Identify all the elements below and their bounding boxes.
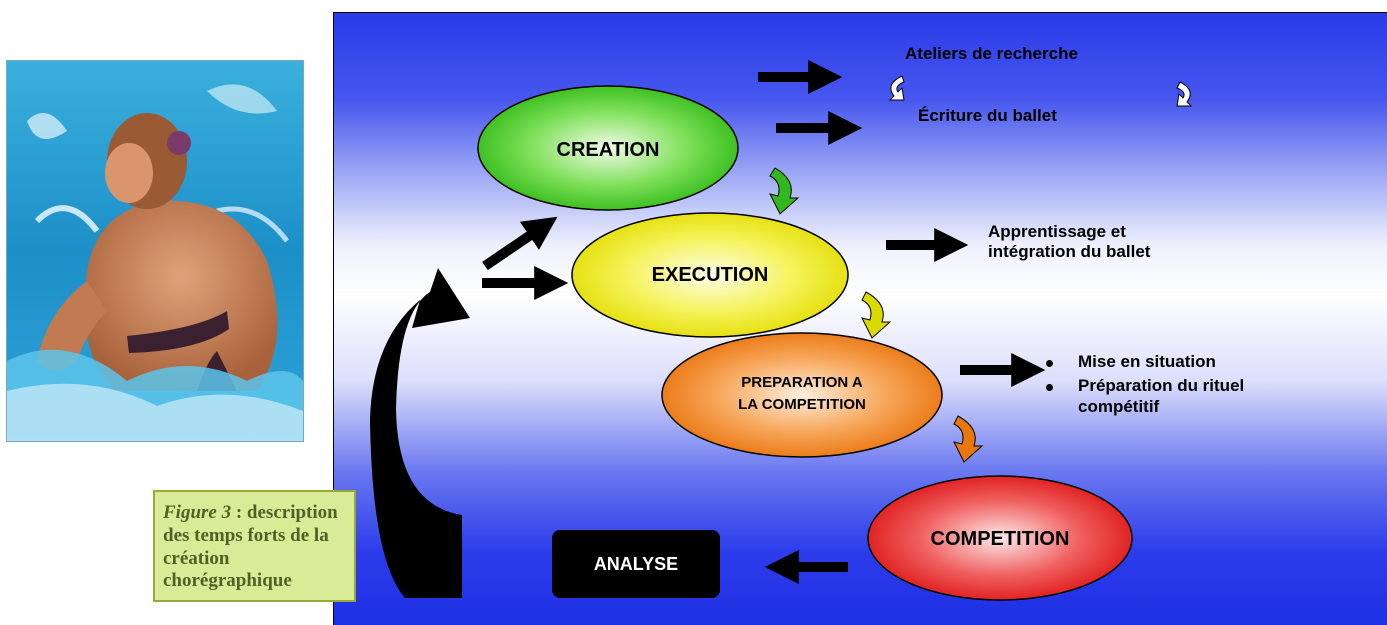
creation-node xyxy=(477,85,739,211)
creation-label: CREATION xyxy=(556,139,660,161)
bullet-preparation-rituel-line1: Préparation du rituel xyxy=(1078,376,1245,396)
analyse-box: ANALYSE xyxy=(552,530,720,598)
arrow-to-creation xyxy=(482,216,558,271)
annotation-apprentissage-line2: intégration du ballet xyxy=(988,242,1151,262)
curve-arrow-execution-preparation xyxy=(861,291,892,339)
preparation-node xyxy=(661,332,943,458)
competition-node xyxy=(867,475,1133,601)
figure-caption-text: : description des temps forts de la créa… xyxy=(163,502,338,592)
execution-label: EXECUTION xyxy=(651,264,769,286)
competition-label: COMPETITION xyxy=(930,528,1070,550)
preparation-label: PREPARATION A LA COMPETITION xyxy=(692,374,912,414)
preparation-bullet-list: Mise en situation Préparation du rituel … xyxy=(1040,352,1244,417)
figure-caption: Figure 3 : description des temps forts d… xyxy=(153,490,356,602)
annotation-apprentissage: Apprentissage et intégration du ballet xyxy=(988,222,1150,263)
figure-caption-label: Figure 3 xyxy=(163,502,232,523)
curve-arrow-preparation-competition xyxy=(953,415,984,463)
feedback-arrow xyxy=(370,268,470,598)
preparation-label-line2: LA COMPETITION xyxy=(738,396,866,413)
swimmer-photo xyxy=(6,60,304,442)
execution-node xyxy=(571,212,849,338)
preparation-label-line1: PREPARATION A xyxy=(741,374,863,391)
annotation-ateliers: Ateliers de recherche xyxy=(905,44,1078,63)
loop-arrow-right xyxy=(1176,81,1193,107)
analyse-label: ANALYSE xyxy=(593,553,679,574)
bullet-mise-en-situation: Mise en situation xyxy=(1040,352,1244,372)
annotation-ecriture: Écriture du ballet xyxy=(918,106,1057,125)
loop-arrow-left xyxy=(888,75,905,101)
bullet-preparation-rituel-line2: compétitif xyxy=(1078,396,1160,416)
bullet-preparation-rituel: Préparation du rituel compétitif xyxy=(1040,376,1244,417)
annotation-apprentissage-line1: Apprentissage et xyxy=(988,222,1126,241)
curve-arrow-creation-execution xyxy=(769,167,800,215)
